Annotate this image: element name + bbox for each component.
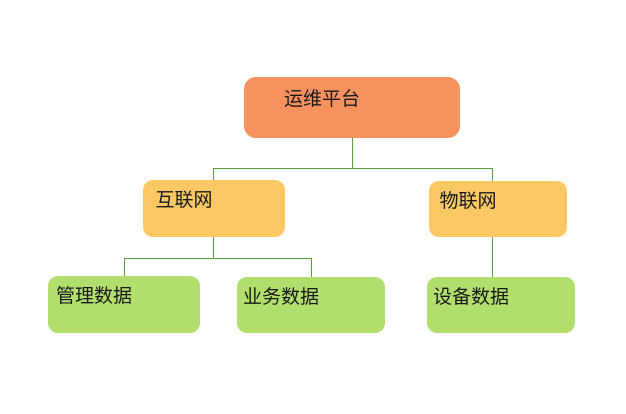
node-business-data[interactable]: 业务数据 — [237, 277, 385, 333]
node-iot-label: 物联网 — [439, 190, 497, 212]
node-internet[interactable]: 互联网 — [143, 180, 285, 237]
node-operations-platform-label: 运维平台 — [283, 89, 360, 110]
node-management-data-label: 管理数据 — [55, 286, 132, 307]
node-management-data[interactable]: 管理数据 — [48, 276, 200, 333]
connector-internet-management-data — [124, 237, 214, 276]
node-business-data-label: 业务数据 — [242, 286, 319, 308]
node-operations-platform[interactable]: 运维平台 — [244, 77, 460, 138]
node-internet-label: 互联网 — [155, 190, 213, 211]
node-device-data-label: 设备数据 — [432, 286, 509, 308]
node-device-data[interactable]: 设备数据 — [427, 277, 575, 333]
node-iot[interactable]: 物联网 — [429, 181, 567, 237]
connector-root-iot — [352, 138, 493, 181]
connector-root-internet — [213, 138, 353, 180]
connector-internet-business-data — [213, 237, 312, 277]
